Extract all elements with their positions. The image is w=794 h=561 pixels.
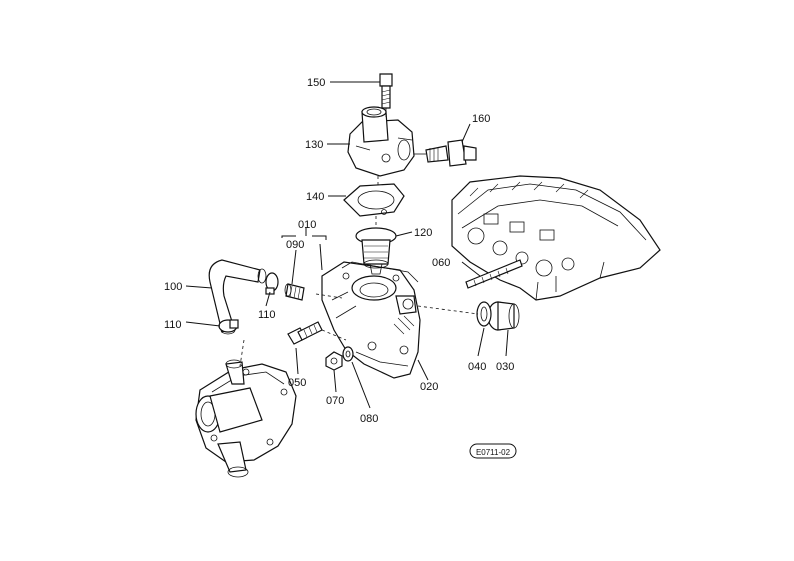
callout-020: 020 xyxy=(420,381,438,393)
water-pump xyxy=(195,359,297,478)
thermostat-cover xyxy=(347,106,415,177)
stud-bolt xyxy=(465,259,523,289)
housing-bolt xyxy=(287,321,323,345)
callout-140: 140 xyxy=(306,191,324,203)
thermostat-gasket xyxy=(343,183,405,217)
callout-040: 040 xyxy=(468,361,486,373)
callout-090: 090 xyxy=(286,239,304,251)
hex-nut xyxy=(325,351,343,371)
callout-030: 030 xyxy=(496,361,514,373)
hose-clamp-lower xyxy=(218,319,239,333)
callout-110-upper: 110 xyxy=(258,309,276,321)
callout-110-lower: 110 xyxy=(164,319,182,331)
callout-010: 010 xyxy=(298,219,316,231)
callout-070: 070 xyxy=(326,395,344,407)
leader-lines xyxy=(185,81,509,409)
cover-bolt xyxy=(379,73,393,109)
drawing-number-stamp: E0711-02 xyxy=(469,443,517,459)
callout-130: 130 xyxy=(305,139,323,151)
drain-plug xyxy=(487,301,520,331)
callout-060: 060 xyxy=(432,257,450,269)
spring-washer xyxy=(342,346,354,362)
plug-gasket xyxy=(476,301,492,327)
callout-050: 050 xyxy=(288,377,306,389)
hose-clamp-upper xyxy=(265,272,279,295)
callout-120: 120 xyxy=(414,227,432,239)
callout-160: 160 xyxy=(472,113,490,125)
thermo-switch xyxy=(414,139,477,167)
joint-pipe xyxy=(284,283,305,301)
callout-080: 080 xyxy=(360,413,378,425)
callout-100: 100 xyxy=(164,281,182,293)
callout-150: 150 xyxy=(307,77,325,89)
drawing-number: E0711-02 xyxy=(476,448,511,457)
